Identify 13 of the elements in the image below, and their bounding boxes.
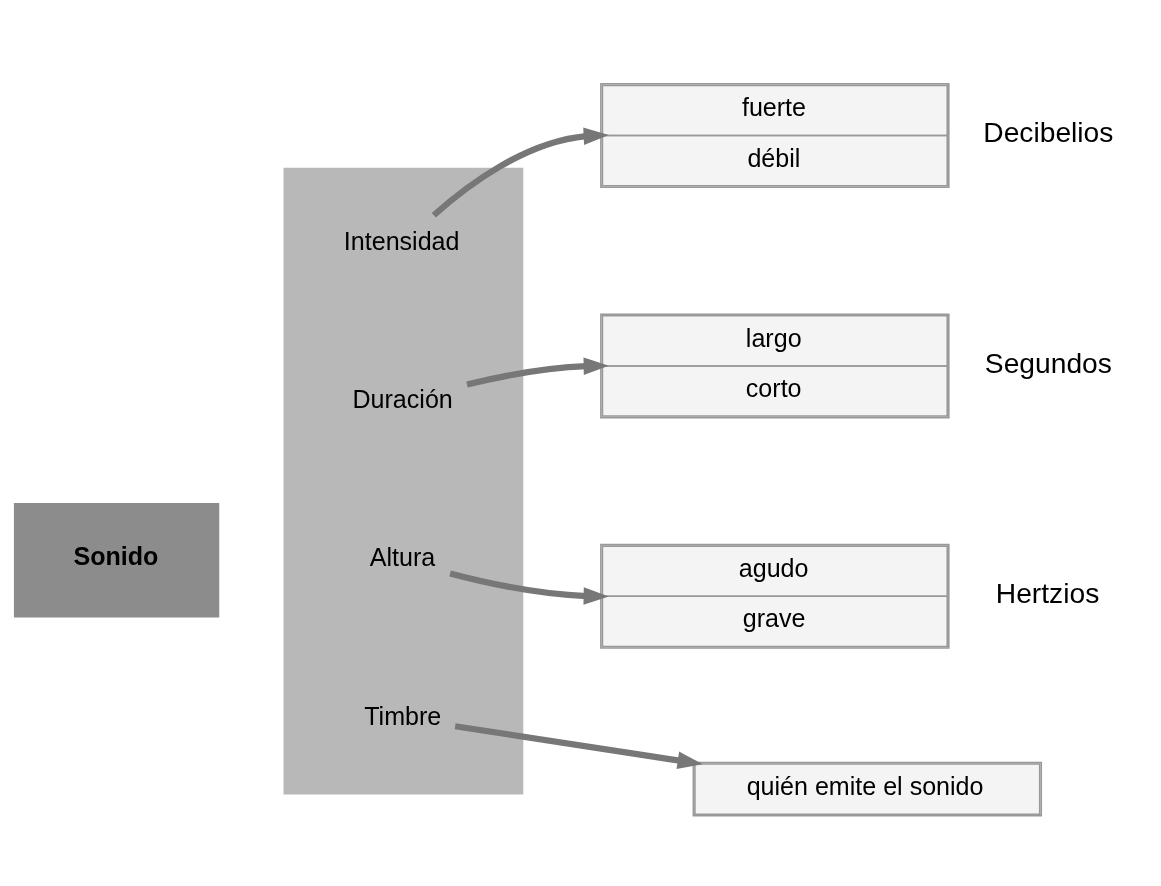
node-label: Segundos bbox=[984, 346, 1112, 379]
arrow bbox=[466, 356, 609, 388]
arrow bbox=[454, 722, 703, 769]
node-text: Altura bbox=[369, 542, 436, 571]
node-text: Intensidad bbox=[343, 226, 460, 255]
node-text: Timbre bbox=[364, 701, 442, 730]
arrow bbox=[449, 569, 609, 605]
arrow bbox=[431, 126, 609, 218]
node-text: Duración bbox=[352, 384, 453, 413]
node-box: Sonido bbox=[13, 502, 220, 617]
node-label: Decibelios bbox=[983, 115, 1114, 148]
cluster bbox=[283, 167, 524, 795]
node-label: Hertzios bbox=[995, 576, 1100, 609]
